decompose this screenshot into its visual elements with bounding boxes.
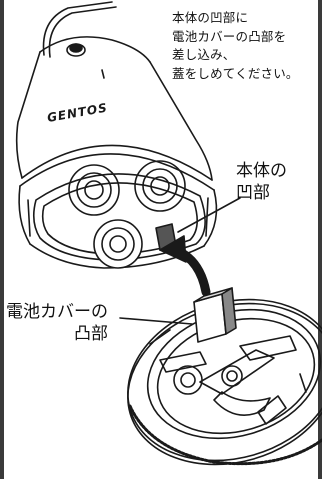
- cover-tab-callout: 電池カバーの 凸部: [6, 301, 108, 345]
- brand-logo: GENTOS: [46, 101, 109, 125]
- callout-line: 凹部: [236, 183, 270, 203]
- instruction-text: 本体の凹部に 電池カバーの凸部を 差し込み、 蓋をしめてください。: [172, 9, 318, 83]
- instruction-line: 本体の凹部に: [172, 10, 249, 25]
- cover-tab: [193, 287, 237, 343]
- tab-leader-line: [119, 317, 193, 325]
- instruction-line: 電池カバーの凸部を: [172, 28, 287, 44]
- callout-line: 凸部: [74, 324, 108, 344]
- battery-cells: [68, 160, 186, 269]
- insert-arrow: [159, 235, 211, 297]
- callout-line: 本体の: [236, 161, 287, 181]
- recess-leader-line: [177, 197, 241, 233]
- body-recess-callout: 本体の 凹部: [236, 160, 287, 204]
- frame-right-border: [318, 0, 322, 479]
- callout-line: 電池カバーの: [6, 302, 108, 322]
- instruction-line: 差し込み、: [172, 47, 236, 62]
- frame-left-border: [0, 0, 4, 479]
- instruction-line: 蓋をしめてください。: [172, 65, 299, 81]
